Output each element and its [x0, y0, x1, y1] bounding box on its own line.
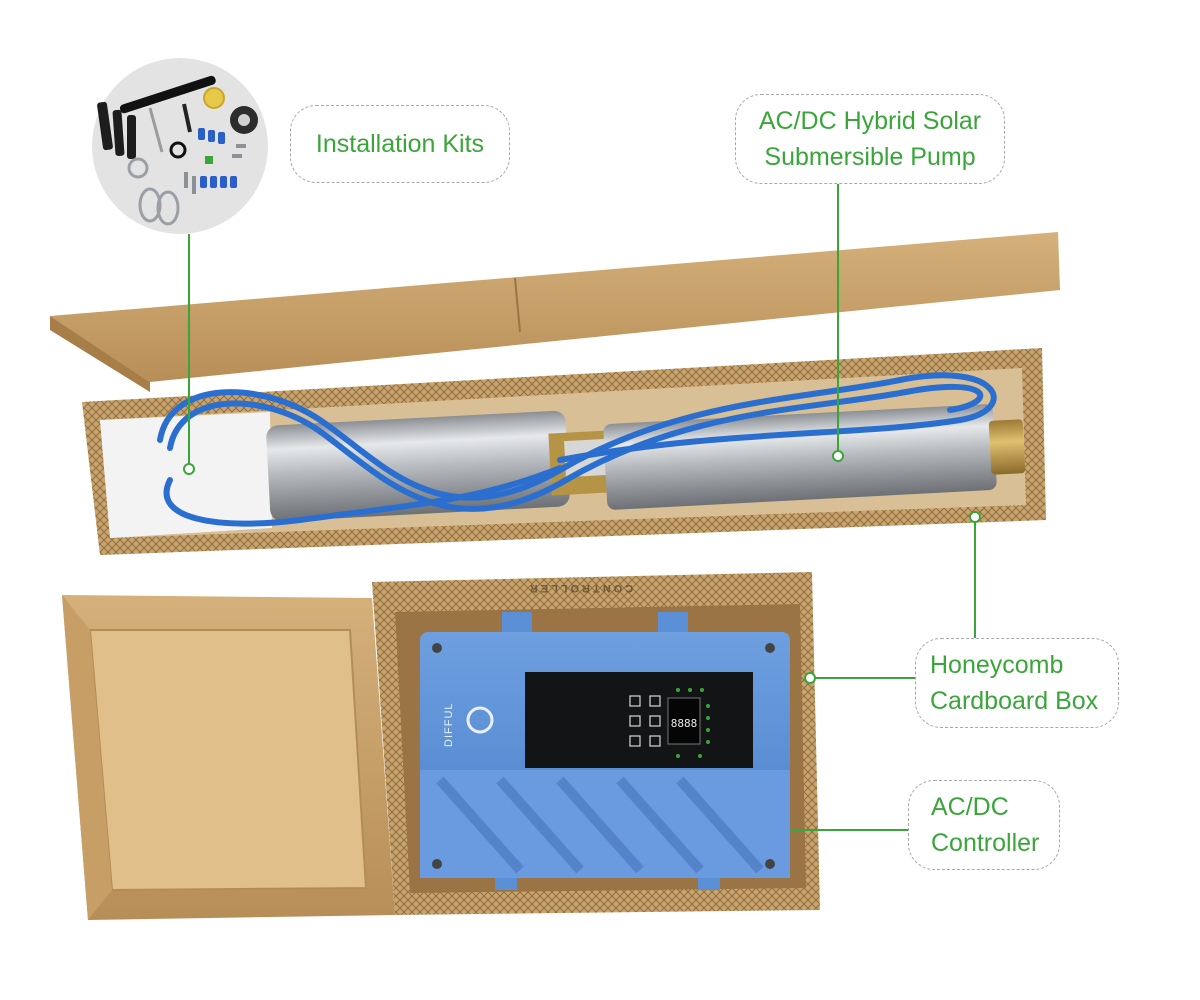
callout-controller-line2: Controller [931, 829, 1040, 857]
pump-cable [157, 372, 997, 527]
callout-box-line2: Cardboard Box [930, 687, 1099, 715]
installation-kits-photo [92, 58, 268, 234]
controller-device [420, 612, 790, 890]
pump-marker-dot [832, 450, 844, 462]
kits-marker-dot [183, 463, 195, 475]
controller-display-digits: 8888 [671, 717, 698, 730]
leader-dots [183, 450, 981, 684]
pump-box [82, 348, 1046, 555]
callout-honeycomb-box: Honeycomb Cardboard Box [915, 638, 1119, 728]
controller-lid-print: CONTROLLER [526, 582, 634, 594]
callout-installation-kits: Installation Kits [290, 105, 510, 183]
pump-box-lid [50, 232, 1060, 392]
brand-logo-icon [466, 706, 494, 734]
callout-pump: AC/DC Hybrid Solar Submersible Pump [735, 94, 1005, 184]
callout-controller: AC/DC Controller [908, 780, 1060, 870]
callout-pump-line2: Submersible Pump [764, 143, 976, 171]
callout-box-line1: Honeycomb [930, 651, 1064, 679]
callout-installation-kits-label: Installation Kits [315, 130, 485, 158]
box-marker-dot [969, 511, 981, 523]
callout-pump-line1: AC/DC Hybrid Solar [758, 107, 982, 135]
box-side-marker-dot [804, 672, 816, 684]
controller-brand-label: DIFFUL [443, 702, 455, 748]
callout-controller-line1: AC/DC [931, 793, 1009, 821]
